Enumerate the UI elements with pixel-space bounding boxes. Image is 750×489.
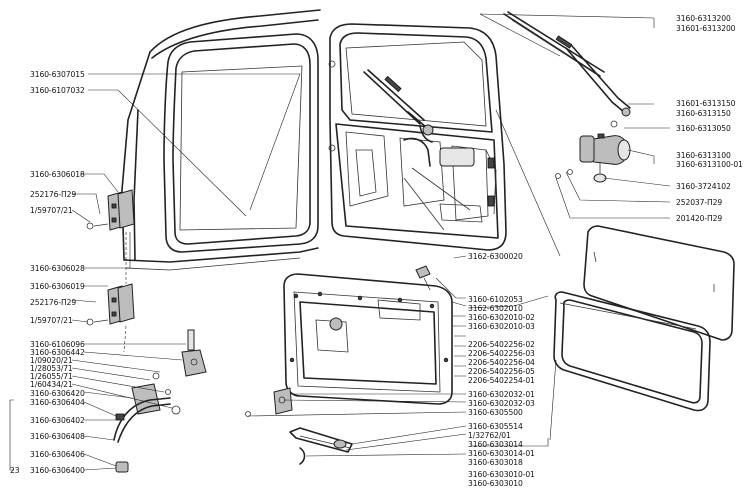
door-wiper (363, 69, 434, 143)
wiper-motor (555, 133, 631, 183)
body-opening (121, 9, 321, 271)
part-label: 3160-6303014-01 (468, 449, 535, 458)
part-label: 3160-6107032 (30, 86, 85, 95)
part-label: 3160-6305514 (468, 422, 523, 431)
part-label: 3160-6313100-01 (676, 160, 743, 169)
part-label: 31601-6313150 (676, 99, 736, 108)
part-label: 3160-6306442 (30, 348, 85, 357)
part-label: 3160-6306400 (30, 466, 85, 475)
door-trim-panel (283, 265, 453, 405)
part-label: 1/28053/71 (30, 364, 73, 373)
part-label: 3160-6306402 (30, 416, 85, 425)
glass-seal (553, 291, 711, 412)
part-label: 1/60434/21 (30, 380, 73, 389)
part-label: 252037-П29 (676, 198, 723, 207)
part-label: 252176-П29 (30, 298, 77, 307)
part-label: 3160-6306406 (30, 450, 85, 459)
leader-lines (9, 13, 671, 471)
upper-hinge (86, 189, 135, 231)
part-label: 31601-6313200 (676, 24, 736, 33)
part-label: 3162-6300020 (468, 252, 523, 261)
part-label: 3162-6302010 (468, 304, 523, 313)
part-label: 1/32762/01 (468, 431, 511, 440)
part-label: 3160-6303018 (468, 458, 523, 467)
lower-hinge (86, 283, 135, 326)
part-label: 3160-6313150 (676, 109, 731, 118)
rear-glass (583, 225, 735, 341)
part-label: 3160-6102053 (468, 295, 523, 304)
part-label: 1/26055/71 (30, 372, 73, 381)
part-label: 3160-6307015 (30, 70, 85, 79)
part-label: 3160-6306018 (30, 170, 85, 179)
part-label: 3160-6302032-03 (468, 399, 535, 408)
part-label: 3160-6303014 (468, 440, 523, 449)
door-check-parts (113, 329, 207, 473)
part-label: 3160-6313200 (676, 14, 731, 23)
part-label: 3160-6306028 (30, 264, 85, 273)
rear-door (328, 23, 507, 251)
part-label: 2206-5402256-03 (468, 349, 535, 358)
door-handle-parts (245, 387, 353, 465)
part-label: 2206-5402256-04 (468, 358, 535, 367)
wiper-blade-assembly (503, 11, 631, 128)
part-label: 3160-6302032-01 (468, 390, 535, 399)
part-label: 252176-П29 (30, 190, 77, 199)
part-label: 1/59707/21 (30, 316, 73, 325)
hinge-pin-line (123, 232, 127, 353)
part-label: 2206-5402256-02 (468, 340, 535, 349)
part-label: 3160-6303010-01 (468, 470, 535, 479)
part-label: 3160-6303010 (468, 479, 523, 488)
part-label: 1/09020/21 (30, 356, 73, 365)
part-label: 1/59707/21 (30, 206, 73, 215)
part-label: 3160-6305500 (468, 408, 523, 417)
part-label: 3160-6306420 (30, 389, 85, 398)
part-label: 201420-П29 (676, 214, 723, 223)
part-label: 3160-6313050 (676, 124, 731, 133)
part-label: 3160-6302010-03 (468, 322, 535, 331)
part-label: 2206-5402256-05 (468, 367, 535, 376)
part-label: 3160-6306408 (30, 432, 85, 441)
group-number: 23 (10, 466, 20, 475)
part-label: 3160-6106096 (30, 340, 85, 349)
part-label: 3160-6313100 (676, 151, 731, 160)
part-label: 3160-3724102 (676, 182, 731, 191)
part-label: 3160-6302010-02 (468, 313, 535, 322)
part-label: 2206-5402254-01 (468, 376, 535, 385)
part-label: 3160-6306019 (30, 282, 85, 291)
part-label: 3160-6306404 (30, 398, 85, 407)
